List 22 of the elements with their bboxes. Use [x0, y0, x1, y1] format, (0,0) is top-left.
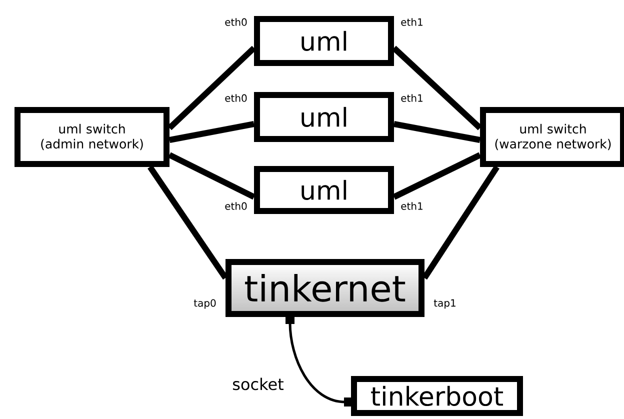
port-label: eth1: [401, 94, 422, 102]
connector: [167, 46, 256, 130]
port-label: eth1: [401, 18, 422, 26]
connector: [168, 121, 255, 143]
connector: [392, 46, 482, 130]
port-label: eth1: [401, 202, 422, 210]
connector: [392, 152, 482, 200]
connector: [393, 121, 481, 143]
process-box: tinkerboot: [351, 376, 523, 416]
switch-box: uml switch (warzone network): [480, 107, 624, 167]
switch-box: uml switch (admin network): [14, 107, 170, 167]
connector: [168, 152, 256, 200]
connector: [148, 165, 228, 280]
connector: [422, 165, 500, 280]
port-label: tap1: [434, 299, 456, 309]
port-label: tap0: [194, 299, 216, 309]
process-box: uml: [254, 92, 394, 142]
process-box: tinkernet: [226, 259, 424, 317]
process-box: uml: [254, 16, 394, 66]
edge-label: socket: [233, 378, 284, 390]
connector: [286, 317, 351, 406]
process-box: uml: [254, 166, 394, 214]
